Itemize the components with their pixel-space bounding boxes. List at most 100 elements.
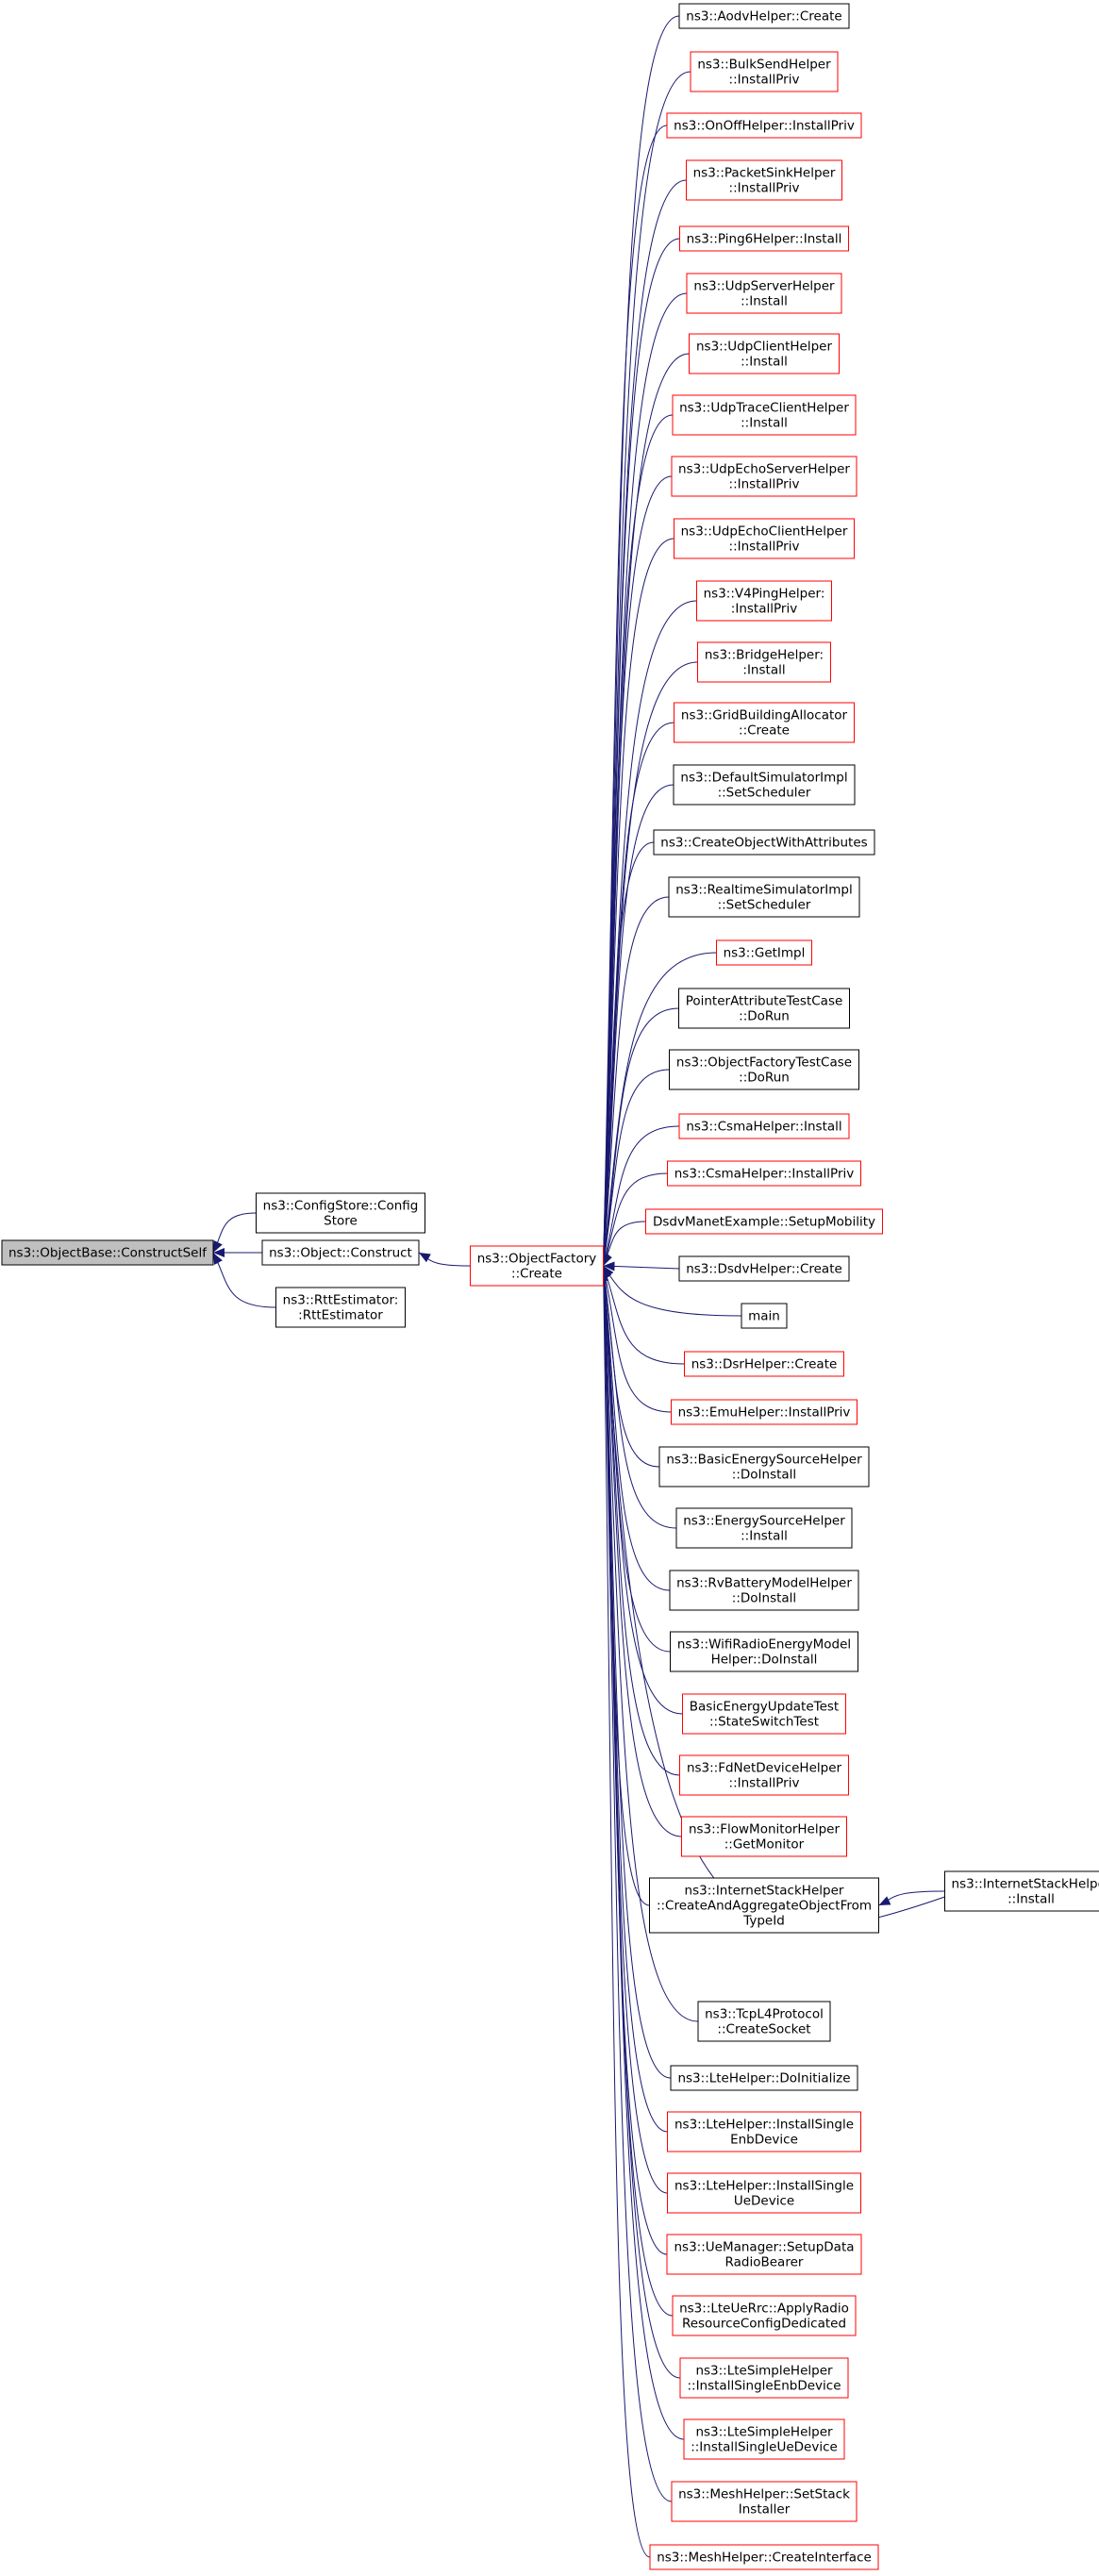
node-box: [684, 1351, 844, 1377]
node-label: :RttEstimator: [298, 1307, 383, 1322]
graph-node[interactable]: ns3::DefaultSimulatorImpl::SetScheduler: [673, 764, 856, 806]
node-label: ns3::RvBatteryModelHelper: [676, 1575, 852, 1590]
node-label: ::GetMonitor: [724, 1836, 805, 1852]
graph-node[interactable]: ns3::UdpEchoServerHelper::InstallPriv: [671, 456, 858, 497]
graph-node[interactable]: ns3::FlowMonitorHelper::GetMonitor: [681, 1816, 847, 1857]
node-box: [670, 2065, 858, 2091]
graph-node[interactable]: ns3::UdpClientHelper::Install: [689, 333, 840, 374]
graph-node[interactable]: ns3::LteHelper::InstallSingleUeDevice: [667, 2172, 861, 2214]
node-label: ResourceConfigDedicated: [682, 2316, 846, 2331]
graph-node[interactable]: ns3::BasicEnergySourceHelper::DoInstall: [658, 1446, 870, 1487]
graph-node[interactable]: ns3::RealtimeSimulatorImpl::SetScheduler: [668, 876, 860, 918]
call-edge: [212, 1212, 257, 1254]
node-label: ns3::DsrHelper::Create: [691, 1356, 838, 1371]
node-box: [667, 1160, 861, 1187]
node-box: [667, 2111, 861, 2152]
node-box: [470, 1245, 604, 1287]
node-label: ns3::UdpClientHelper: [696, 339, 832, 354]
graph-node[interactable]: ns3::EmuHelper::InstallPriv: [671, 1399, 858, 1425]
node-label: ::CreateSocket: [717, 2021, 810, 2036]
graph-node[interactable]: ns3::InternetStackHelper::CreateAndAggre…: [649, 1877, 879, 1934]
graph-node[interactable]: BasicEnergyUpdateTest::StateSwitchTest: [682, 1693, 846, 1735]
node-box: [690, 51, 839, 92]
graph-node[interactable]: ns3::UdpTraceClientHelper::Install: [672, 394, 857, 436]
graph-node[interactable]: ns3::V4PingHelper::InstallPriv: [696, 580, 832, 622]
graph-node[interactable]: ns3::GridBuildingAllocator::Create: [674, 702, 855, 743]
graph-node[interactable]: ns3::UdpServerHelper::Install: [686, 273, 842, 314]
graph-node[interactable]: ns3::Object::Construct: [261, 1239, 420, 1266]
graph-node[interactable]: DsdvManetExample::SetupMobility: [645, 1208, 883, 1235]
graph-node[interactable]: ns3::RvBatteryModelHelper::DoInstall: [669, 1570, 859, 1611]
node-box: [653, 829, 875, 856]
graph-node[interactable]: ns3::TcpL4Protocol::CreateSocket: [697, 2001, 831, 2042]
graph-node[interactable]: ns3::ObjectFactory::Create: [470, 1245, 604, 1287]
graph-node[interactable]: ns3::GetImpl: [716, 939, 812, 966]
node-label: ns3::LteUeRrc::ApplyRadio: [679, 2301, 849, 2316]
call-edge: [599, 1265, 699, 2022]
node-box: [678, 1113, 850, 1139]
graph-node[interactable]: ns3::LteSimpleHelper::InstallSingleEnbDe…: [679, 2357, 849, 2399]
graph-node[interactable]: ns3::WifiRadioEnergyModelHelper::DoInsta…: [670, 1631, 858, 1672]
graph-node[interactable]: ns3::LteUeRrc::ApplyRadioResourceConfigD…: [672, 2295, 857, 2336]
graph-node[interactable]: ns3::FdNetDeviceHelper::InstallPriv: [679, 1754, 849, 1796]
call-edge: [599, 784, 674, 1267]
node-box: [671, 456, 858, 497]
graph-node[interactable]: ns3::LteHelper::DoInitialize: [670, 2065, 858, 2091]
graph-node[interactable]: ns3::DsdvHelper::Create: [678, 1255, 850, 1282]
node-label: :InstallPriv: [731, 601, 797, 616]
graph-node[interactable]: PointerAttributeTestCase::DoRun: [678, 988, 850, 1029]
node-box: [669, 1049, 859, 1090]
graph-node[interactable]: ns3::RttEstimator::RttEstimator: [275, 1287, 406, 1328]
node-box: [671, 1399, 858, 1425]
node-label: ::Install: [741, 1528, 788, 1543]
graph-node[interactable]: ns3::LteHelper::InstallSingleEnbDevice: [667, 2111, 861, 2152]
node-box: [944, 1870, 1099, 1912]
graph-node[interactable]: ns3::EnergySourceHelper::Install: [675, 1507, 853, 1549]
node-label: ::DoRun: [739, 1008, 790, 1023]
call-edge: [599, 1265, 682, 1837]
node-box: [649, 2544, 879, 2570]
node-label: ns3::RealtimeSimulatorImpl: [675, 882, 852, 897]
graph-node[interactable]: ns3::InternetStackHelper::Install: [944, 1870, 1099, 1912]
node-box: [672, 394, 857, 436]
graph-node[interactable]: ns3::ConfigStore::ConfigStore: [256, 1192, 425, 1234]
call-edge: [598, 475, 673, 1267]
graph-node[interactable]: ns3::LteSimpleHelper::InstallSingleUeDev…: [683, 2418, 845, 2460]
node-box: [741, 1303, 788, 1329]
graph-node[interactable]: ns3::Ping6Helper::Install: [679, 225, 849, 252]
graph-node[interactable]: ns3::DsrHelper::Create: [684, 1351, 844, 1377]
node-label: ns3::AodvHelper::Create: [686, 8, 841, 24]
node-label: ns3::MeshHelper::SetStack: [678, 2486, 850, 2501]
node-label: ns3::UdpTraceClientHelper: [679, 400, 849, 415]
graph-node[interactable]: ns3::ObjectFactoryTestCase::DoRun: [669, 1049, 859, 1090]
node-label: UeDevice: [734, 2193, 794, 2208]
node-label: ns3::UdpEchoClientHelper: [681, 524, 848, 539]
node-box: [697, 2001, 831, 2042]
graph-node[interactable]: ns3::BridgeHelper::Install: [697, 641, 831, 683]
call-edge: [598, 1265, 673, 2502]
graph-node[interactable]: ns3::CreateObjectWithAttributes: [653, 829, 875, 856]
graph-node[interactable]: ns3::OnOffHelper::InstallPriv: [666, 112, 862, 139]
node-label: EnbDevice: [730, 2132, 798, 2147]
node-box: [666, 2234, 862, 2275]
node-label: ns3::MeshHelper::CreateInterface: [657, 2550, 872, 2565]
node-box: [686, 159, 842, 201]
node-label: RadioBearer: [725, 2254, 804, 2269]
graph-node[interactable]: ns3::CsmaHelper::Install: [678, 1113, 850, 1139]
graph-node[interactable]: ns3::PacketSinkHelper::InstallPriv: [686, 159, 842, 201]
graph-node[interactable]: ns3::BulkSendHelper::InstallPriv: [690, 51, 839, 92]
node-label: ::SetScheduler: [718, 785, 811, 800]
call-edge: [418, 1252, 471, 1267]
graph-node[interactable]: ns3::CsmaHelper::InstallPriv: [667, 1160, 861, 1187]
node-label: PointerAttributeTestCase: [686, 993, 843, 1008]
graph-node[interactable]: ns3::AodvHelper::Create: [678, 3, 850, 29]
call-edge: [598, 1265, 685, 2440]
node-box: [674, 702, 855, 743]
graph-node[interactable]: ns3::MeshHelper::CreateInterface: [649, 2544, 879, 2570]
graph-node[interactable]: ns3::UdpEchoClientHelper::InstallPriv: [674, 518, 855, 559]
node-label: ns3::BulkSendHelper: [697, 57, 831, 72]
graph-node[interactable]: main: [741, 1303, 788, 1329]
